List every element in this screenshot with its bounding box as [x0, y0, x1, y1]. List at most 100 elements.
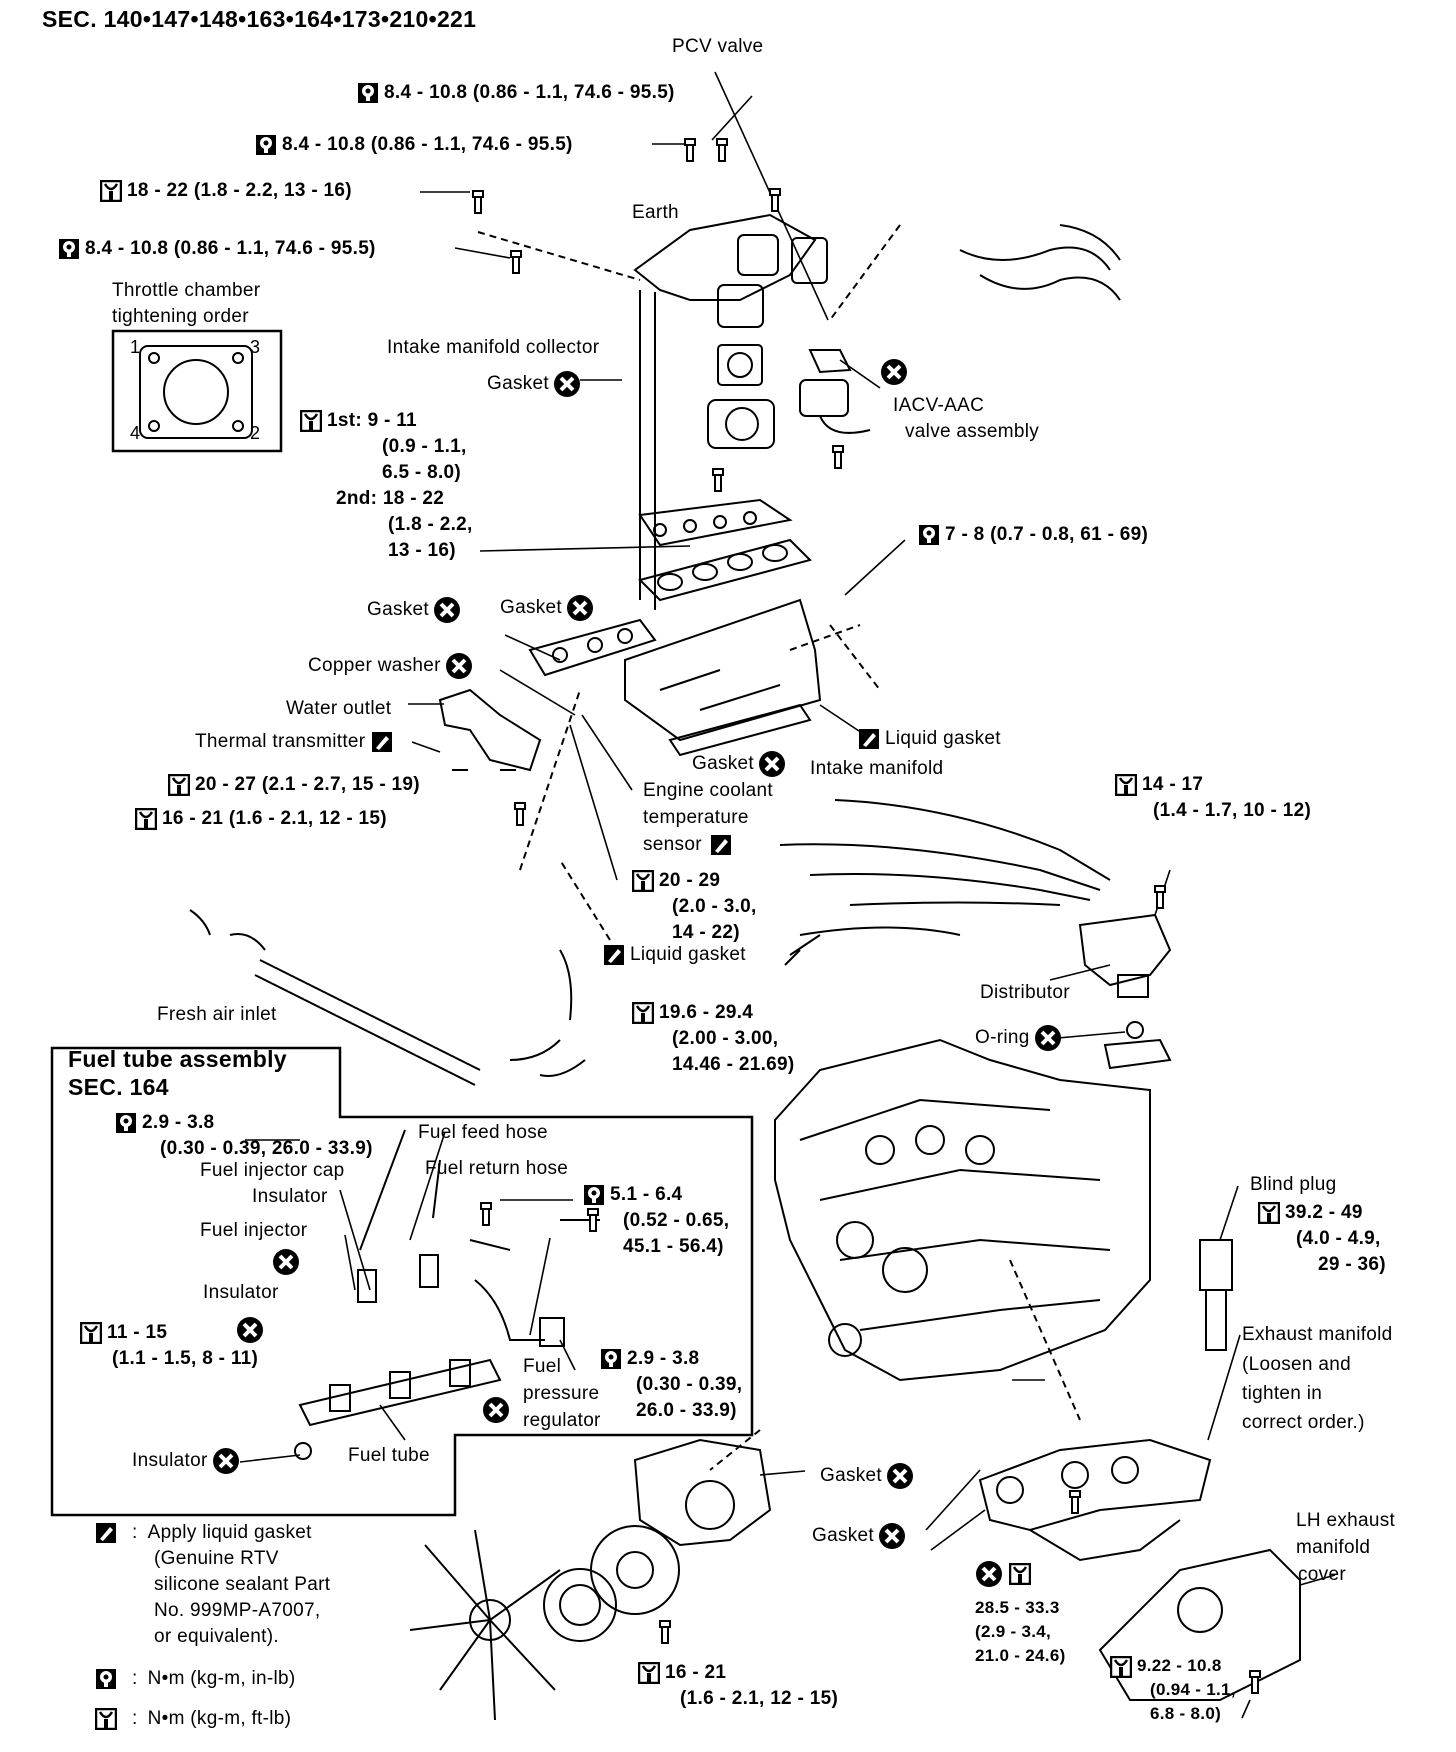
replace-x-icon	[445, 652, 473, 680]
torque-2-9-a: 2.9 - 3.8 (0.30 - 0.39, 26.0 - 33.9)	[115, 1110, 373, 1162]
torque-19-6: 19.6 - 29.4 (2.00 - 3.00, 14.46 - 21.69)	[632, 1000, 795, 1078]
torque-wrench-ftlb-icon	[638, 1661, 660, 1684]
torque-wrench-inlb-icon	[583, 1184, 605, 1206]
order-number: 3	[250, 337, 261, 357]
label-o-ring: O-ring	[975, 1024, 1062, 1052]
label-fuel-tube: Fuel tube	[348, 1445, 430, 1466]
label-distributor: Distributor	[980, 982, 1070, 1003]
replace-x-icon	[272, 1248, 300, 1276]
label-intake-manifold: Intake manifold	[810, 758, 944, 779]
label-earth: Earth	[632, 202, 679, 223]
label-fresh-air-inlet: Fresh air inlet	[157, 1004, 277, 1025]
replace-x-icon	[886, 1462, 914, 1490]
label-fuel-pr-3: regulator	[523, 1410, 601, 1431]
torque-28-5: 28.5 - 33.3 (2.9 - 3.4, 21.0 - 24.6)	[975, 1598, 1066, 1665]
label-lh-cover-2: manifold	[1296, 1537, 1371, 1558]
replace-x-icon	[758, 750, 786, 778]
label-fuel-pr-1: Fuel	[523, 1356, 562, 1377]
label-fuel-pr-2: pressure	[523, 1383, 600, 1404]
torque-wrench-ftlb-icon	[80, 1321, 102, 1344]
replace-x-icon	[975, 1560, 1003, 1588]
label-iacv-1: IACV-AAC	[893, 395, 985, 416]
fuel-tube-section: SEC. 164	[68, 1074, 169, 1100]
label-gasket: Gasket	[500, 594, 594, 622]
torque-wrench-inlb-icon	[58, 238, 80, 260]
legend-nm-inlb: :N•m (kg-m, in-lb)	[95, 1666, 296, 1692]
torque-14-17: 14 - 17 (1.4 - 1.7, 10 - 12)	[1115, 772, 1311, 824]
torque-bolt2: 8.4 - 10.8 (0.86 - 1.1, 74.6 - 95.5)	[255, 132, 573, 158]
label-gasket: Gasket	[487, 370, 581, 398]
replace-x-icon	[212, 1447, 240, 1475]
replace-x-icon	[482, 1396, 510, 1424]
torque-wrench-ftlb-icon	[1008, 1563, 1031, 1585]
label-exhaust-4: correct order.)	[1242, 1412, 1365, 1433]
label-ect-2: temperature	[643, 807, 749, 828]
torque-wrench-inlb-icon	[95, 1668, 117, 1690]
label-exhaust-1: Exhaust manifold	[1242, 1324, 1393, 1345]
legend-nm-ftlb: :N•m (kg-m, ft-lb)	[95, 1706, 291, 1732]
torque-wrench-ftlb-icon	[632, 1001, 654, 1024]
label-throttle-order-2: tightening order	[112, 306, 249, 327]
fuel-tube-title: Fuel tube assembly	[68, 1046, 287, 1072]
liquid-gasket-icon	[858, 728, 880, 750]
torque-5-1: 5.1 - 6.4 (0.52 - 0.65, 45.1 - 56.4)	[583, 1182, 729, 1260]
torque-wrench-ftlb-icon	[632, 869, 654, 892]
label-pcv-valve: PCV valve	[672, 36, 764, 57]
order-number: 4	[130, 423, 141, 443]
torque-wrench-ftlb-icon	[135, 807, 157, 830]
replace-x-icon	[880, 358, 908, 386]
torque-wrench-ftlb-icon	[1115, 773, 1137, 796]
label-insulator: Insulator	[132, 1447, 240, 1475]
label-ect-1: Engine coolant	[643, 780, 773, 801]
label-blind-plug: Blind plug	[1250, 1174, 1337, 1195]
torque-wrench-ftlb-icon	[95, 1707, 117, 1730]
replace-x-icon	[553, 370, 581, 398]
torque-sequence: 1st: 9 - 11 (0.9 - 1.1, 6.5 - 8.0) 2nd: …	[300, 408, 473, 564]
section-header: SEC. 140•147•148•163•164•173•210•221	[42, 6, 477, 32]
liquid-gasket-icon	[710, 834, 732, 856]
liquid-gasket-icon	[371, 731, 393, 753]
label-water-outlet: Water outlet	[286, 698, 392, 719]
replace-x-icon	[482, 1396, 510, 1424]
torque-wrench-inlb-icon	[255, 134, 277, 156]
label-ect-3: sensor	[643, 832, 737, 858]
label-intake-collector: Intake manifold collector	[387, 337, 600, 358]
label-copper-washer: Copper washer	[308, 652, 473, 680]
torque-20-27: 20 - 27 (2.1 - 2.7, 15 - 19)	[168, 772, 420, 798]
liquid-gasket-icon	[603, 944, 625, 966]
label-exhaust-3: tighten in	[1242, 1383, 1323, 1404]
torque-20-29: 20 - 29 (2.0 - 3.0, 14 - 22)	[632, 868, 757, 946]
engine-exploded-view	[50, 213, 1301, 1721]
order-number: 1	[130, 337, 141, 357]
torque-9-22: 9.22 - 10.8 (0.94 - 1.1, 6.8 - 8.0)	[1110, 1654, 1236, 1726]
torque-wrench-inlb-icon	[115, 1112, 137, 1134]
torque-wrench-ftlb-icon	[300, 409, 322, 432]
torque-wrench-ftlb-icon	[1258, 1201, 1280, 1224]
label-gasket: Gasket	[812, 1522, 906, 1550]
torque-11-15: 11 - 15 (1.1 - 1.5, 8 - 11)	[80, 1320, 258, 1372]
label-liquid-gasket: Liquid gasket	[603, 942, 746, 968]
order-number: 2	[250, 423, 261, 443]
replace-x-icon	[433, 596, 461, 624]
torque-39-2: 39.2 - 49 (4.0 - 4.9, 29 - 36)	[1258, 1200, 1386, 1278]
torque-16-21: 16 - 21 (1.6 - 2.1, 12 - 15)	[135, 806, 387, 832]
torque-2-9-b: 2.9 - 3.8 (0.30 - 0.39, 26.0 - 33.9)	[600, 1346, 742, 1424]
replace-x-icon	[1034, 1024, 1062, 1052]
replace-x-icon	[880, 358, 908, 386]
label-fuel-feed-hose: Fuel feed hose	[418, 1122, 548, 1143]
torque-earth: 18 - 22 (1.8 - 2.2, 13 - 16)	[100, 178, 352, 204]
torque-wrench-ftlb-icon	[100, 179, 122, 202]
replace-and-torque-icons	[975, 1560, 1036, 1588]
torque-wrench-ftlb-icon	[168, 773, 190, 796]
torque-7-8: 7 - 8 (0.7 - 0.8, 61 - 69)	[918, 522, 1148, 548]
leader-lines	[239, 71, 1336, 1719]
replace-x-icon	[236, 1316, 264, 1344]
replace-x-icon	[566, 594, 594, 622]
replace-x-icon	[878, 1522, 906, 1550]
torque-16-21-b: 16 - 21 (1.6 - 2.1, 12 - 15)	[638, 1660, 838, 1712]
label-insulator: Insulator	[203, 1282, 279, 1303]
label-thermal-transmitter: Thermal transmitter	[195, 729, 398, 755]
torque-wrench-inlb-icon	[357, 82, 379, 104]
